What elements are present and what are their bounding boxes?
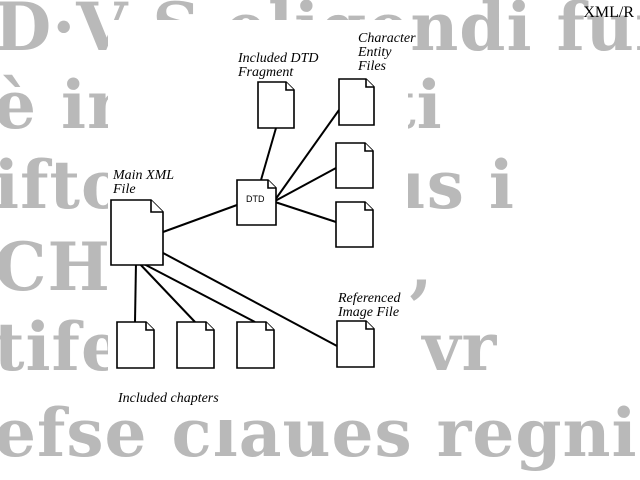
dtd-document-icon	[236, 179, 277, 226]
main-xml-file-label: Main XML File	[113, 168, 175, 197]
chapter-document-icon	[116, 321, 155, 369]
referenced-image-file-document-icon	[336, 320, 375, 368]
chapter-document-icon	[176, 321, 215, 369]
included-chapters-label: Included chapters	[118, 391, 219, 406]
edge-main-to-dtd	[162, 204, 238, 233]
edge-main-to-chapter-1	[134, 261, 137, 323]
character-entity-label: Character Entity Files	[358, 31, 416, 74]
edge-main-to-chapter-3	[139, 261, 256, 323]
character-entity-file-document-icon	[335, 142, 374, 189]
edge-dtd-to-entity-2	[274, 167, 337, 202]
dtd-fragment-document-icon	[257, 81, 295, 129]
corner-label: XML/R	[583, 4, 634, 21]
edge-dtd-to-entity-3	[274, 201, 337, 223]
edge-main-to-chapter-2	[137, 261, 196, 323]
referenced-image-label: Referenced Image File	[338, 291, 401, 320]
character-entity-file-document-icon	[335, 201, 374, 248]
main-xml-file-document-icon	[110, 199, 164, 266]
character-entity-file-document-icon	[338, 78, 375, 126]
dtd-label: DTD	[246, 194, 265, 204]
dtd-fragment-label: Included DTD Fragment	[238, 51, 319, 80]
connectors	[134, 109, 340, 347]
chapter-document-icon	[236, 321, 275, 369]
edge-dtd-to-fragment	[260, 127, 277, 181]
edge-main-to-image	[149, 245, 338, 347]
edge-dtd-to-entity-1	[274, 109, 340, 201]
